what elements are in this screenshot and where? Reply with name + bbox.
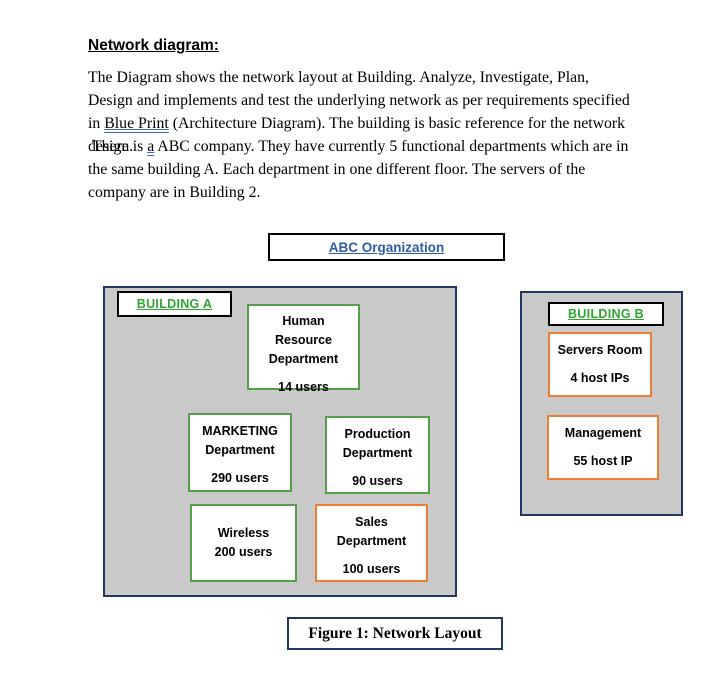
intro-text-before: The Diagram shows the network layout at … [88,69,630,132]
dept-line: Wireless [217,526,270,540]
dept-line: Department [268,352,339,366]
network-diagram-heading: Network diagram: [88,37,219,54]
dept-box-management: Management 55 host IP [547,415,659,480]
figure-caption-box: Figure 1: Network Layout [287,617,503,650]
dept-users: 200 users [214,545,273,559]
abc-organization-label: ABC Organization [328,239,445,255]
building-a-label-box: BUILDING A [117,291,232,317]
dept-users: 55 host IP [573,454,633,468]
figure-caption: Figure 1: Network Layout [308,624,482,642]
dept-users: 100 users [342,562,401,576]
abc-organization-box: ABC Organization [268,233,505,261]
building-b-label: BUILDING B [568,307,644,321]
company-text-before: There is [88,138,148,155]
dept-line: MARKETING [202,424,278,438]
dept-box-human-resource: Human Resource Department 14 users [247,304,360,394]
dept-users: 14 users [278,380,329,394]
dept-users: 4 host IPs [570,371,630,385]
company-text-after: ABC company. They have currently 5 funct… [88,138,629,201]
intro-paragraph: The Diagram shows the network layout at … [88,66,633,158]
dept-users: 290 users [211,471,269,485]
building-a-label: BUILDING A [136,297,213,311]
dept-line: Sales [355,515,388,529]
dept-line: Production [344,427,411,441]
dept-box-wireless: Wireless 200 users [190,504,297,582]
dept-line: Department [342,446,413,460]
company-paragraph: There is a ABC company. They have curren… [88,135,633,204]
dept-box-sales: Sales Department 100 users [315,504,428,582]
building-b-label-box: BUILDING B [548,302,664,326]
dept-line: Servers Room [557,343,643,357]
dept-box-production: Production Department 90 users [325,416,430,494]
dept-users: 90 users [352,474,403,488]
dept-line: Department [205,443,275,457]
dept-line: Human [282,314,325,328]
dept-box-servers-room: Servers Room 4 host IPs [548,332,652,397]
dept-line: Resource [275,333,332,347]
dept-line: Management [564,426,642,440]
dept-box-marketing: MARKETING Department 290 users [188,413,292,492]
building-b-container: BUILDING B Servers Room 4 host IPs Manag… [520,291,683,516]
blueprint-marked-text: Blue Print [104,115,169,132]
building-a-container: BUILDING A Human Resource Department 14 … [103,286,457,597]
dept-line: Department [336,534,407,548]
intro-text-after: (Architecture Diagram). The building is … [88,115,626,155]
article-marked-text: a [147,138,155,155]
